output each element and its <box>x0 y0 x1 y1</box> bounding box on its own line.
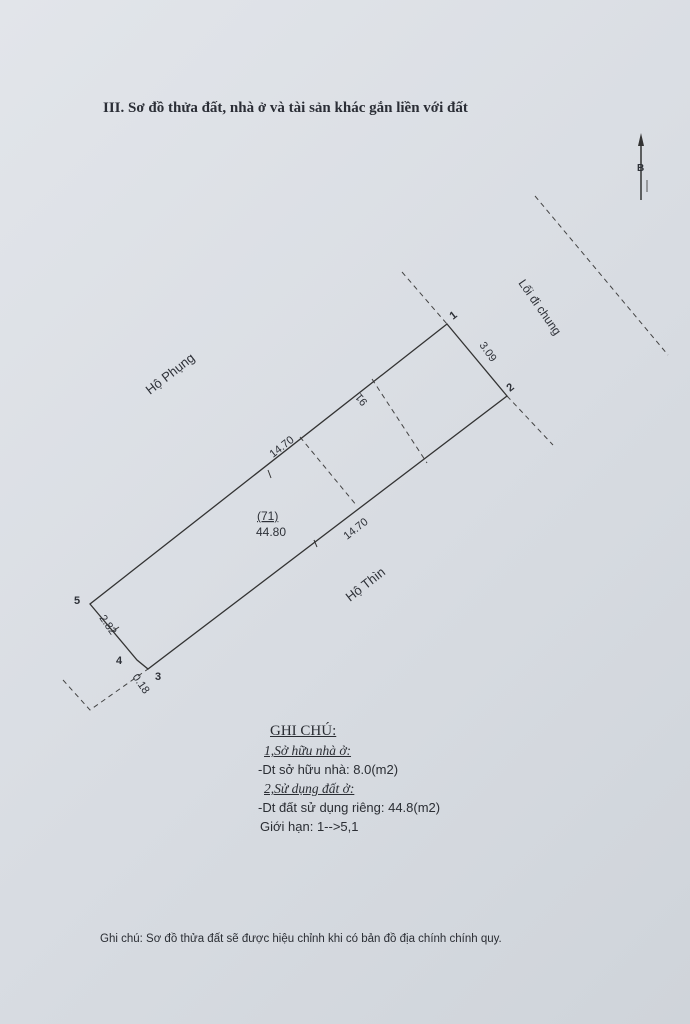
tick-marks <box>112 469 318 632</box>
point-1: 1 <box>447 309 459 322</box>
neighbor-southeast: Hộ Thìn <box>343 564 388 604</box>
house-depth-label: 91 <box>353 391 370 408</box>
edge-3-4: 0.18 <box>130 672 152 696</box>
section-title: III. Sơ đồ thửa đất, nhà ở và tài sản kh… <box>103 100 468 116</box>
point-2: 2 <box>504 381 516 394</box>
edge-2-3: 14.70 <box>341 516 370 542</box>
edge-1-2: 3.09 <box>477 340 499 364</box>
neighbor-northwest: Hộ Phụng <box>143 350 198 397</box>
notes-line-1: -Dt sở hữu nhà: 8.0(m2) <box>258 762 399 777</box>
notes-line-3: Giới hạn: 1-->5,1 <box>260 819 359 834</box>
edge-5-1: 14.70 <box>267 434 296 460</box>
point-3: 3 <box>155 671 161 683</box>
notes-section-2: 2,Sử dụng đất ở: <box>264 781 355 796</box>
parcel-boundary <box>89 323 508 670</box>
parcel-area: 44.80 <box>256 525 286 539</box>
north-label: B <box>637 163 644 174</box>
footer-note: Ghi chú: Sơ đồ thửa đất sẽ được hiệu chỉ… <box>100 933 502 945</box>
parcel-number: (71) <box>257 509 278 523</box>
point-4: 4 <box>116 655 123 667</box>
notes-heading: GHI CHÚ: <box>270 723 337 739</box>
dashed-lines <box>62 195 669 711</box>
neighbor-northeast: Lối đi chung <box>516 277 565 338</box>
notes-line-2: -Dt đất sử dụng riêng: 44.8(m2) <box>258 800 441 815</box>
notes-section-1: 1,Sở hữu nhà ở: <box>264 743 352 758</box>
north-arrow-icon: B <box>637 133 648 200</box>
point-5: 5 <box>74 595 80 607</box>
notes-section: GHI CHÚ: 1,Sở hữu nhà ở: -Dt sở hữu nhà:… <box>258 722 440 836</box>
